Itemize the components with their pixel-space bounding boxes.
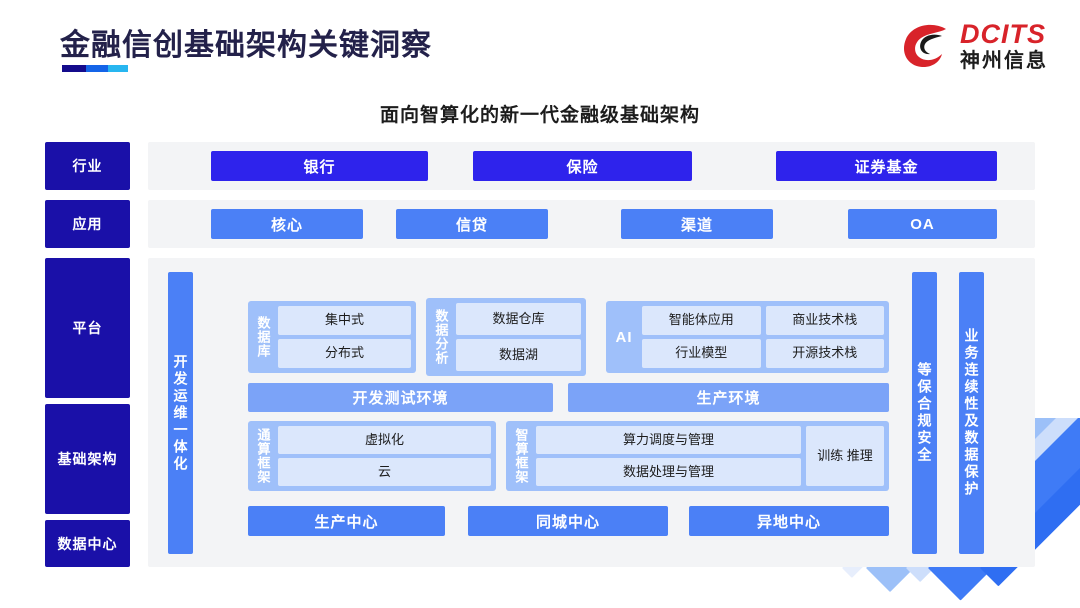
bar-production-environment[interactable]: 生产环境 [568, 383, 889, 412]
cell-compute-scheduling[interactable]: 算力调度与管理 [536, 426, 801, 454]
logo-wordmark: DCITS 神州信息 [960, 19, 1048, 72]
application-chip-oa[interactable]: OA [848, 209, 997, 239]
datacenter-chip-same-city[interactable]: 同城中心 [468, 506, 668, 536]
bar-dev-test-environment[interactable]: 开发测试环境 [248, 383, 553, 412]
layer-label-industry: 行业 [45, 142, 130, 190]
page-title: 金融信创基础架构关键洞察 [60, 29, 432, 62]
application-band: 核心 信贷 渠道 OA [148, 200, 1035, 248]
cell-data-processing[interactable]: 数据处理与管理 [536, 458, 801, 486]
group-stack-database: 集中式 分布式 [278, 306, 411, 368]
layer-label-datacenter: 数据中心 [45, 520, 130, 567]
industry-chip-insurance[interactable]: 保险 [473, 151, 692, 181]
group-label-data-analysis: 数据分析 [433, 309, 449, 365]
slide-header: 金融信创基础架构关键洞察 DCITS 神州信息 [0, 0, 1080, 92]
cell-cloud[interactable]: 云 [278, 458, 491, 486]
group-stack-smart-compute: 算力调度与管理 数据处理与管理 [536, 426, 801, 486]
diagram-subtitle: 面向智算化的新一代金融级基础架构 [379, 105, 700, 126]
platform-content: 开发运维一体化 等保合规安全 业务连续性及数据保护 数据库 集中式 分布式 数据… [148, 258, 1035, 567]
industry-chip-securities-fund[interactable]: 证券基金 [776, 151, 997, 181]
group-stack-data-analysis: 数据仓库 数据湖 [456, 303, 581, 371]
application-chip-credit[interactable]: 信贷 [396, 209, 548, 239]
cell-industry-model[interactable]: 行业模型 [642, 339, 761, 368]
cell-agent-application[interactable]: 智能体应用 [642, 306, 761, 335]
group-cols-ai: 智能体应用 行业模型 商业技术栈 开源技术栈 [642, 306, 884, 368]
architecture-diagram: 行业 应用 平台 基础架构 数据中心 银行 保险 证券基金 核心 信贷 渠道 O… [45, 142, 1035, 567]
group-label-ai: AI [615, 328, 633, 346]
layer-label-infrastructure: 基础架构 [45, 404, 130, 514]
group-data-analysis: 数据分析 数据仓库 数据湖 [426, 298, 586, 376]
logo-text-en: DCITS [960, 19, 1046, 49]
cell-data-lake[interactable]: 数据湖 [456, 339, 581, 371]
title-underline-rule [62, 65, 128, 72]
group-general-compute-framework: 通算框架 虚拟化 云 [248, 421, 496, 491]
group-col-ai-right: 商业技术栈 开源技术栈 [765, 306, 884, 368]
cell-virtualization[interactable]: 虚拟化 [278, 426, 491, 454]
group-label-smart-compute: 智算框架 [513, 428, 529, 484]
vertical-bar-security-compliance: 等保合规安全 [912, 272, 937, 554]
application-chip-core[interactable]: 核心 [211, 209, 363, 239]
industry-band: 银行 保险 证券基金 [148, 142, 1035, 190]
logo-text-cn: 神州信息 [960, 50, 1048, 72]
group-label-general-compute: 通算框架 [255, 428, 271, 484]
industry-chip-bank[interactable]: 银行 [211, 151, 428, 181]
vertical-bar-business-continuity: 业务连续性及数据保护 [959, 272, 984, 554]
group-database: 数据库 集中式 分布式 [248, 301, 416, 373]
dcits-swoosh-icon [903, 24, 946, 68]
group-col-ai-left: 智能体应用 行业模型 [642, 306, 761, 368]
cell-distributed[interactable]: 分布式 [278, 339, 411, 368]
vertical-bar-devops: 开发运维一体化 [168, 272, 193, 554]
brand-logo: DCITS 神州信息 [902, 18, 1048, 74]
layer-label-application: 应用 [45, 200, 130, 248]
group-ai: AI 智能体应用 行业模型 商业技术栈 开源技术栈 [606, 301, 889, 373]
cell-data-warehouse[interactable]: 数据仓库 [456, 303, 581, 335]
datacenter-chip-remote[interactable]: 异地中心 [689, 506, 889, 536]
layer-label-platform: 平台 [45, 258, 130, 398]
group-smart-compute-framework: 智算框架 算力调度与管理 数据处理与管理 训练 推理 [506, 421, 889, 491]
application-chip-channel[interactable]: 渠道 [621, 209, 773, 239]
group-stack-general-compute: 虚拟化 云 [278, 426, 491, 486]
group-label-database: 数据库 [255, 316, 271, 358]
datacenter-chip-production[interactable]: 生产中心 [248, 506, 445, 536]
cell-centralized[interactable]: 集中式 [278, 306, 411, 335]
cell-train-inference[interactable]: 训练 推理 [806, 426, 884, 486]
cell-opensource-tech-stack[interactable]: 开源技术栈 [765, 339, 884, 368]
cell-commercial-tech-stack[interactable]: 商业技术栈 [765, 306, 884, 335]
